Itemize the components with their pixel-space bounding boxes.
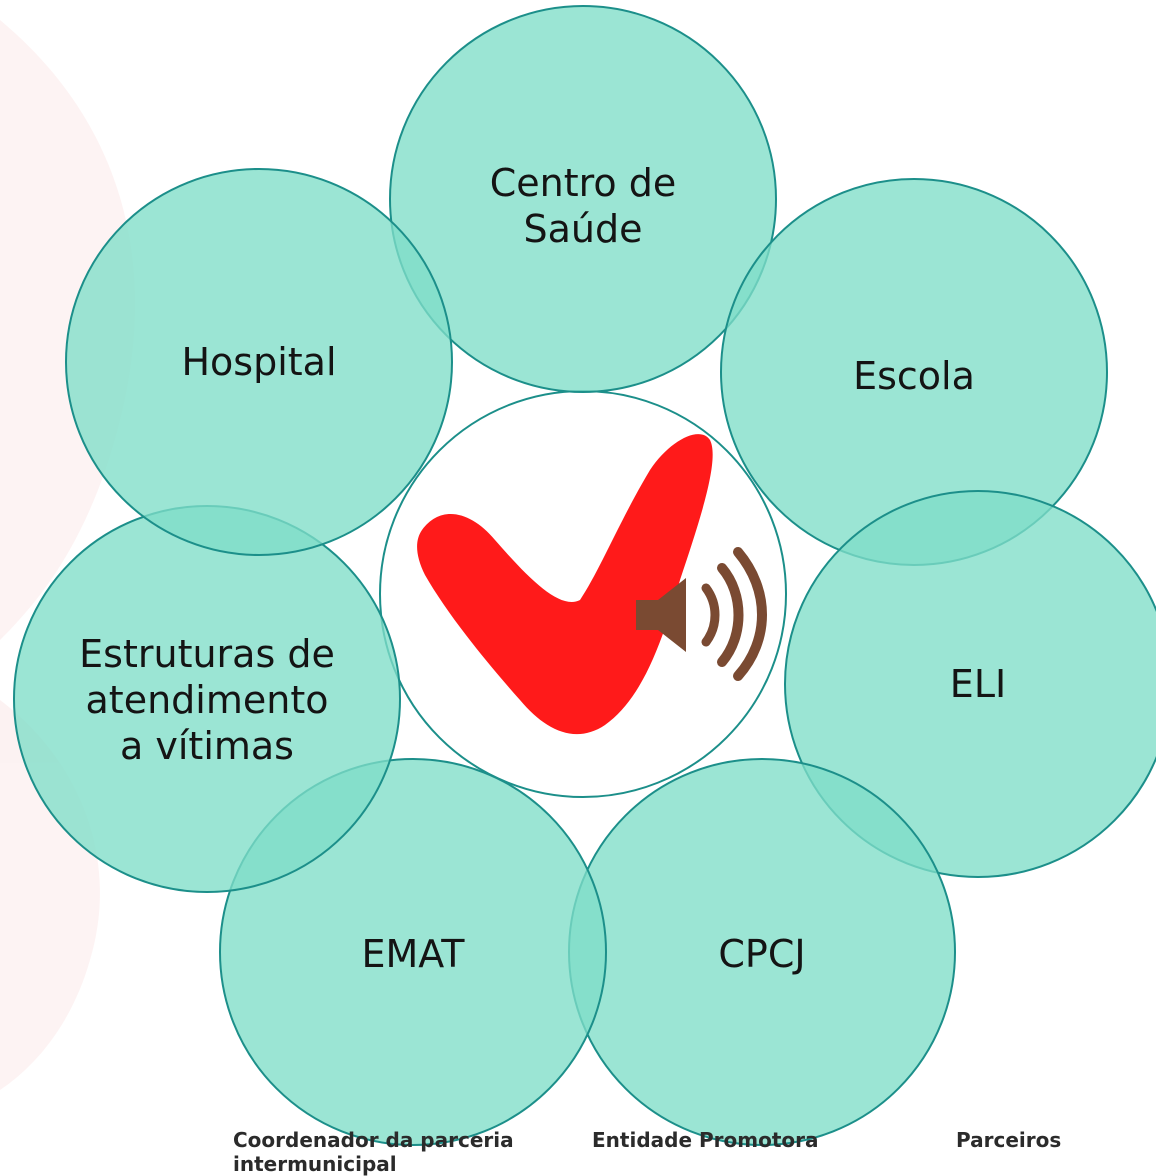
label-emat: EMAT bbox=[361, 931, 464, 977]
circle-hospital bbox=[65, 168, 453, 556]
label-emat-line-1: EMAT bbox=[361, 932, 465, 976]
center-logo bbox=[379, 390, 787, 798]
footer-coordenador-line1: Coordenador da parceria bbox=[233, 1128, 514, 1152]
label-escola-line-1: Escola bbox=[853, 354, 975, 398]
label-eli: ELI bbox=[950, 661, 1006, 707]
label-centro-de-saude-line-2: Saúde bbox=[523, 207, 643, 251]
label-estruturas-line-3: a vítimas bbox=[120, 724, 294, 768]
speaker-icon bbox=[636, 547, 767, 681]
footer-entidade: Entidade Promotora bbox=[592, 1128, 819, 1152]
checkmark-icon bbox=[417, 434, 713, 735]
circle-centro-de-saude bbox=[389, 5, 777, 393]
label-cpcj-line-1: CPCJ bbox=[718, 932, 806, 976]
footer-parceiros: Parceiros bbox=[956, 1128, 1062, 1152]
circle-eli bbox=[784, 490, 1156, 878]
label-escola: Escola bbox=[853, 353, 975, 399]
label-estruturas-line-2: atendimento bbox=[85, 678, 329, 722]
label-eli-line-1: ELI bbox=[949, 662, 1007, 706]
label-centro-de-saude-line-1: Centro de bbox=[489, 161, 677, 205]
label-hospital: Hospital bbox=[181, 339, 336, 385]
label-cpcj: CPCJ bbox=[718, 931, 805, 977]
label-estruturas-line-1: Estruturas de bbox=[79, 632, 335, 676]
footer-coordenador-line2: intermunicipal bbox=[233, 1152, 397, 1176]
label-hospital-line-1: Hospital bbox=[181, 340, 337, 384]
partner-circles bbox=[13, 5, 1156, 1146]
